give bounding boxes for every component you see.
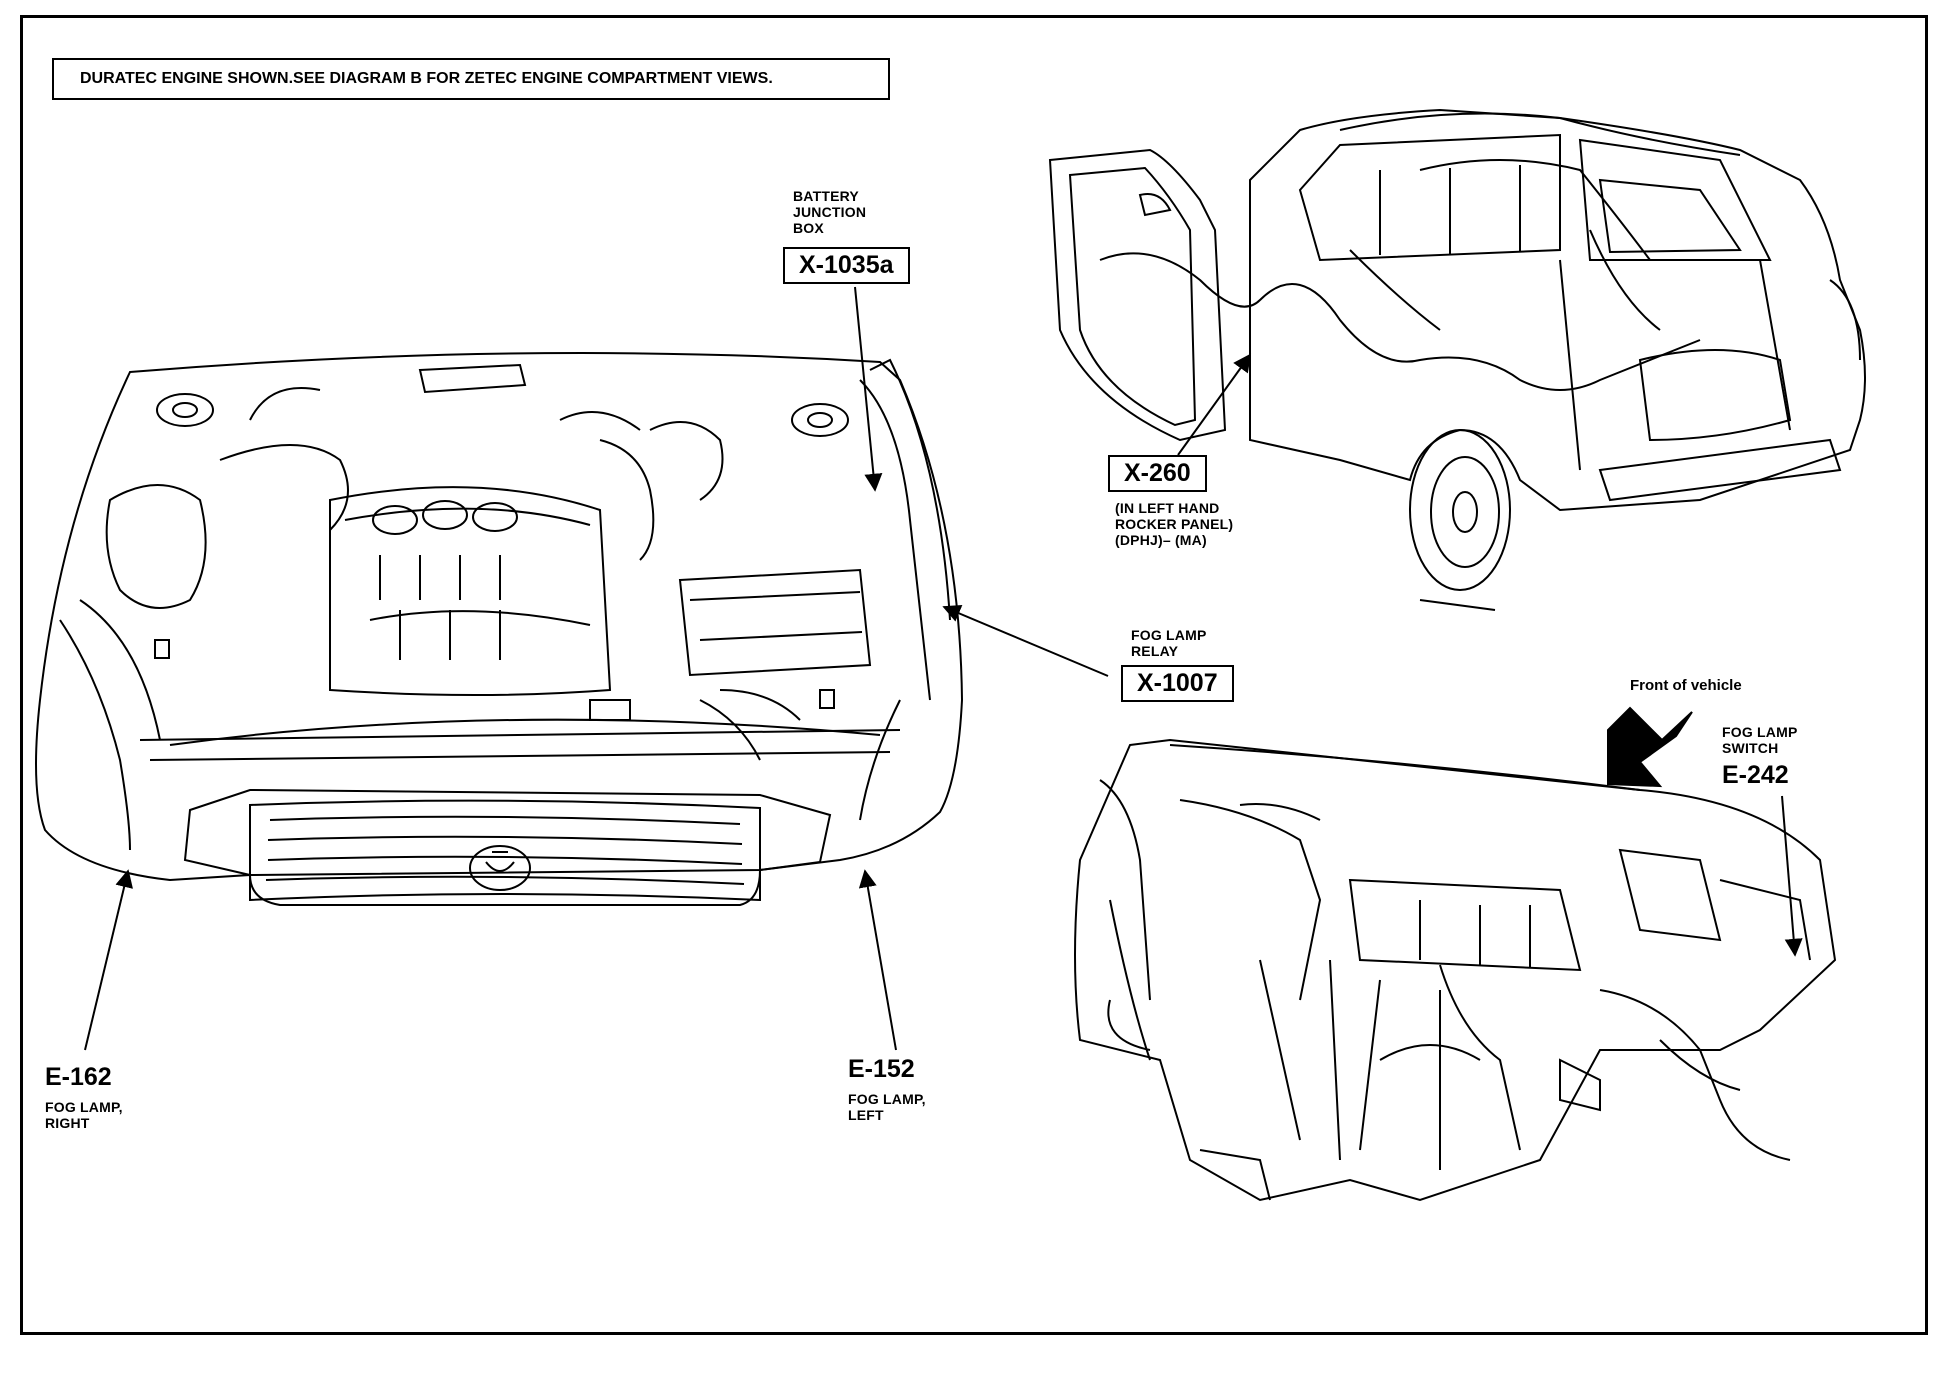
leader-lines	[84, 286, 1803, 1051]
header-note-text: DURATEC ENGINE SHOWN.SEE DIAGRAM B FOR Z…	[80, 70, 773, 87]
fog-lamp-relay-line-2: RELAY	[1131, 643, 1179, 659]
x260-line-2: ROCKER PANEL)	[1115, 516, 1234, 532]
e152-line-1: FOG LAMP,	[848, 1091, 926, 1107]
vehicle-rear-view-drawing	[1048, 108, 1866, 611]
x260-line-3: (DPHJ)– (MA)	[1115, 532, 1207, 548]
fog-lamp-switch-label: FOG LAMP SWITCH	[1722, 724, 1797, 756]
leader-x1007	[942, 604, 1109, 677]
leader-e152	[858, 869, 897, 1051]
e162-code: E-162	[45, 1063, 112, 1091]
fog-lamp-switch-line-1: FOG LAMP	[1722, 724, 1798, 740]
front-of-vehicle-arrow	[1607, 706, 1693, 788]
e152-line-2: LEFT	[848, 1107, 884, 1123]
e152-code: E-152	[848, 1055, 915, 1083]
x260-code: X-260	[1108, 455, 1207, 492]
fog-lamp-relay-code: X-1007	[1121, 665, 1234, 702]
battery-junction-box-code: X-1035a	[783, 247, 910, 284]
front-of-vehicle-label: Front of vehicle	[1630, 677, 1742, 694]
leader-x1035a	[854, 286, 883, 492]
e162-line-2: RIGHT	[45, 1115, 90, 1131]
engine-compartment-drawing	[35, 352, 964, 906]
leader-e242	[1781, 795, 1803, 957]
leader-e162	[84, 869, 133, 1051]
header-note: DURATEC ENGINE SHOWN.SEE DIAGRAM B FOR Z…	[52, 58, 890, 100]
diagram-frame	[20, 15, 1928, 1335]
e162-description: FOG LAMP, RIGHT	[45, 1099, 123, 1131]
fog-lamp-relay-line-1: FOG LAMP	[1131, 627, 1207, 643]
instrument-panel-drawing	[1074, 738, 1837, 1202]
battery-junction-box-line-3: BOX	[793, 220, 824, 236]
fog-lamp-switch-line-2: SWITCH	[1722, 740, 1779, 756]
e152-description: FOG LAMP, LEFT	[848, 1091, 926, 1123]
fog-lamp-relay-label: FOG LAMP RELAY	[1131, 627, 1206, 659]
fog-lamp-switch-code: E-242	[1722, 761, 1789, 789]
x260-line-1: (IN LEFT HAND	[1115, 500, 1220, 516]
e162-line-1: FOG LAMP,	[45, 1099, 123, 1115]
battery-junction-box-line-1: BATTERY	[793, 188, 859, 204]
x260-description: (IN LEFT HAND ROCKER PANEL) (DPHJ)– (MA)	[1115, 500, 1233, 548]
leader-x260	[1177, 353, 1252, 456]
battery-junction-box-label: BATTERY JUNCTION BOX	[793, 188, 866, 236]
battery-junction-box-line-2: JUNCTION	[793, 204, 867, 220]
